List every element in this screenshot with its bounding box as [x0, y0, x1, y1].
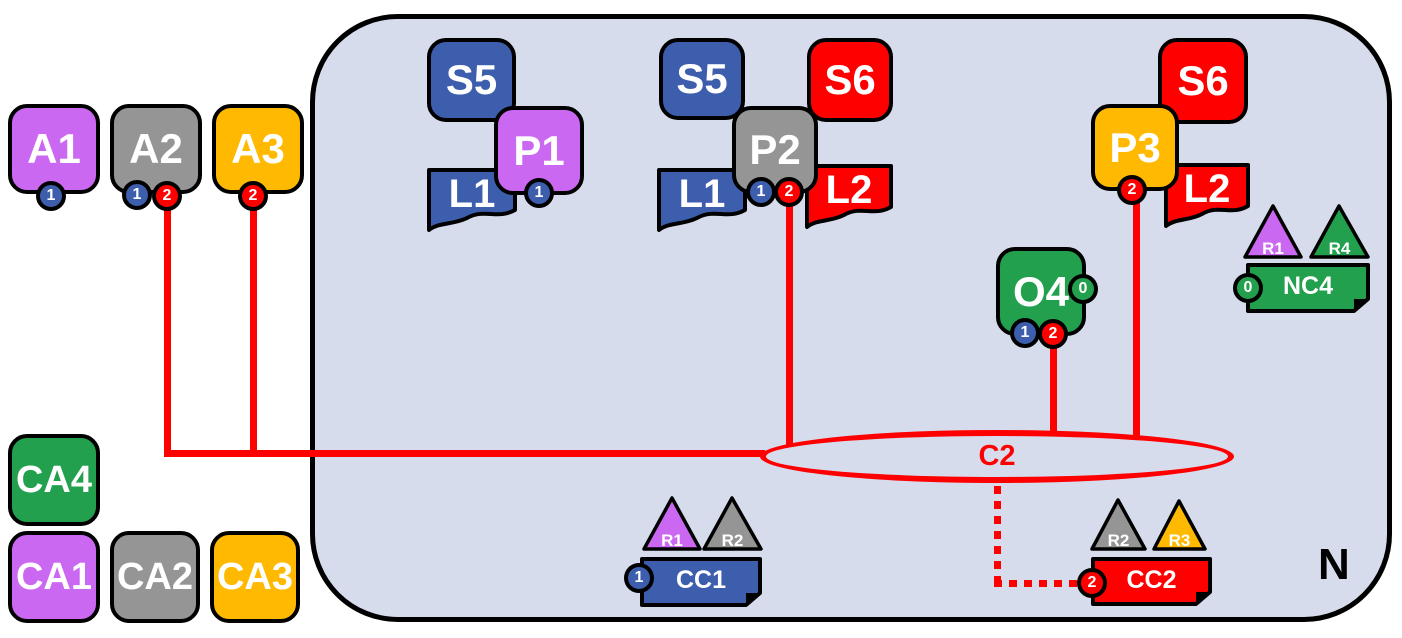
catalog-ca1-label: CA1 [15, 555, 93, 598]
catalog-ca3: CA3 [210, 531, 300, 623]
p1-badge-1: 1 [524, 178, 554, 208]
app-a2: A2 [110, 104, 202, 194]
service-s5-pod1: S5 [427, 38, 516, 122]
p3-badge-2: 2 [1117, 175, 1147, 205]
resource-r1-nc4: R1 [1242, 202, 1304, 260]
a2-badge-1: 1 [122, 180, 152, 210]
app-a1: A1 [8, 104, 100, 194]
log-l1-pod1: L1 [427, 168, 517, 236]
resource-r2-cc2: R2 [1089, 496, 1148, 552]
service-s5-pod2-label: S5 [676, 55, 728, 102]
config-nc4: NC4 [1246, 263, 1370, 313]
o4-badge-1: 1 [1010, 318, 1040, 348]
resource-r4-nc4: R4 [1308, 202, 1371, 260]
connection-line-p2-to-c2 [786, 200, 793, 446]
o4-badge-0: 0 [1068, 274, 1098, 304]
pod-p1-label: P1 [513, 126, 565, 174]
operator-o4-label: O4 [1012, 267, 1070, 315]
resource-r3-cc2: R3 [1151, 497, 1208, 552]
resource-r2-cc1: R2 [701, 494, 764, 552]
app-a3: A3 [212, 104, 304, 194]
log-l2-pod2-label: L2 [825, 168, 873, 212]
app-a2-label: A2 [129, 125, 183, 172]
cc2-badge-2: 2 [1077, 568, 1107, 598]
catalog-ca2-label: CA2 [116, 555, 194, 598]
resource-r2-cc1-label: R2 [721, 531, 744, 550]
config-nc4-label: NC4 [1282, 272, 1333, 300]
connection-line-o4-to-c2 [1050, 340, 1057, 435]
p2-badge-2: 2 [774, 177, 804, 207]
dotted-line-c2-to-cc2 [994, 580, 1080, 587]
resource-r4-nc4-label: R4 [1328, 239, 1351, 258]
p2-badge-1: 1 [746, 177, 776, 207]
app-a1-label: A1 [27, 125, 81, 172]
log-l1-pod1-label: L1 [448, 172, 496, 216]
log-l2-pod3: L2 [1164, 163, 1250, 233]
config-cc1: CC1 [640, 557, 762, 607]
log-l1-pod2: L1 [657, 168, 747, 236]
c2-ellipse: C2 [760, 430, 1234, 483]
node-n-label: N [1318, 540, 1350, 589]
config-cc1-label: CC1 [675, 566, 726, 594]
service-s6-pod2: S6 [807, 38, 893, 122]
pod-p2-label: P2 [749, 126, 801, 173]
dotted-line-c2-vertical [994, 486, 1001, 583]
service-s5-pod2: S5 [659, 38, 745, 120]
catalog-ca3-label: CA3 [216, 555, 294, 598]
resource-r2-cc2-label: R2 [1107, 531, 1130, 550]
log-l2-pod2: L2 [805, 164, 893, 234]
nc4-badge-0: 0 [1233, 273, 1263, 303]
connection-line-a2-vertical [164, 203, 171, 455]
catalog-ca4: CA4 [8, 434, 100, 526]
connection-line-horizontal-to-c2 [164, 450, 765, 457]
catalog-ca4-label: CA4 [15, 458, 93, 501]
connection-line-a3-vertical [250, 203, 257, 455]
pod-p2: P2 [732, 106, 818, 194]
a1-badge-1: 1 [36, 181, 66, 211]
o4-badge-2: 2 [1038, 319, 1068, 349]
pod-p3-label: P3 [1109, 123, 1161, 171]
resource-r1-cc1: R1 [641, 494, 703, 552]
config-cc2: CC2 [1091, 557, 1212, 606]
config-cc2-label: CC2 [1126, 566, 1177, 594]
cc1-badge-1: 1 [624, 563, 654, 593]
service-s6-pod3-label: S6 [1177, 57, 1229, 104]
a3-badge-2: 2 [238, 181, 268, 211]
resource-r1-cc1-label: R1 [661, 531, 683, 550]
app-a3-label: A3 [231, 125, 285, 172]
c2-label: C2 [978, 440, 1016, 472]
log-l2-pod3-label: L2 [1183, 167, 1231, 211]
catalog-ca2: CA2 [110, 531, 200, 623]
service-s6-pod2-label: S6 [824, 56, 876, 103]
connection-line-p3-to-c2 [1133, 200, 1140, 438]
resource-r3-cc2-label: R3 [1168, 531, 1191, 550]
a2-badge-2: 2 [152, 181, 182, 211]
service-s5-pod1-label: S5 [445, 56, 498, 103]
resource-r1-nc4-label: R1 [1262, 239, 1284, 258]
log-l1-pod2-label: L1 [678, 172, 726, 216]
catalog-ca1: CA1 [8, 531, 100, 623]
